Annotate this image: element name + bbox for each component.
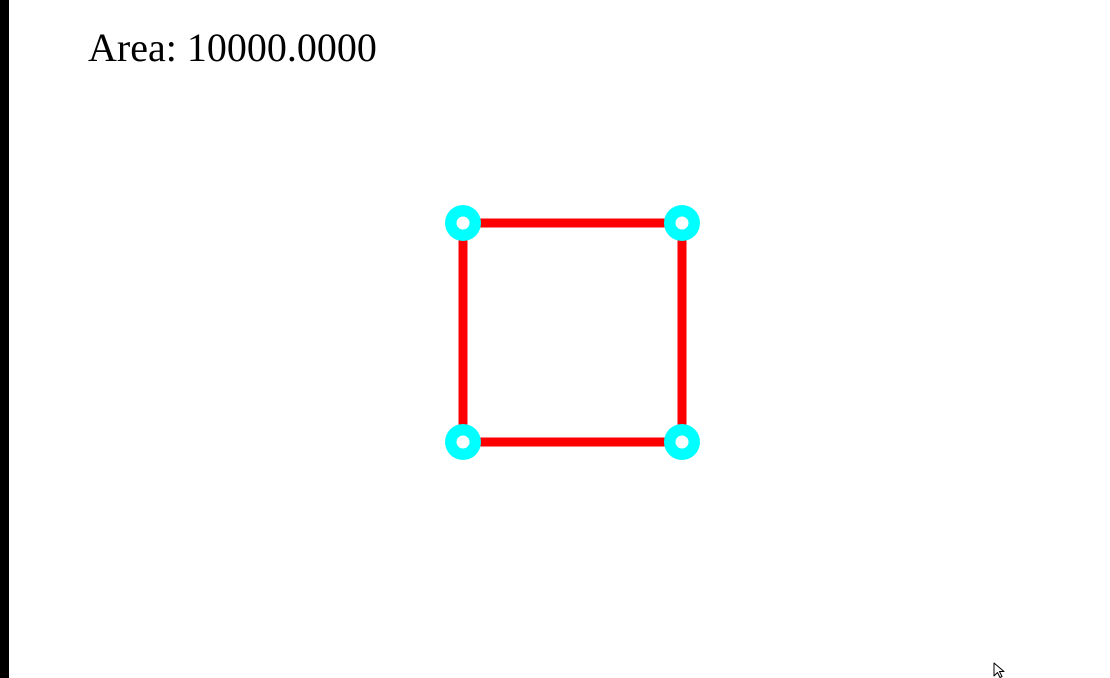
vertex-handle-bottom-right[interactable] xyxy=(664,424,700,460)
left-edge-bar xyxy=(0,0,9,678)
mouse-pointer-icon xyxy=(993,662,1005,678)
area-label: Area: xyxy=(88,25,177,70)
vertex-handle-top-left[interactable] xyxy=(445,205,481,241)
polygon-edges xyxy=(458,218,687,447)
area-value: 10000.0000 xyxy=(186,25,377,70)
vertex-handle-top-right[interactable] xyxy=(664,205,700,241)
vertex-handle-bottom-left[interactable] xyxy=(445,424,481,460)
area-readout: Area: 10000.0000 xyxy=(88,24,377,72)
